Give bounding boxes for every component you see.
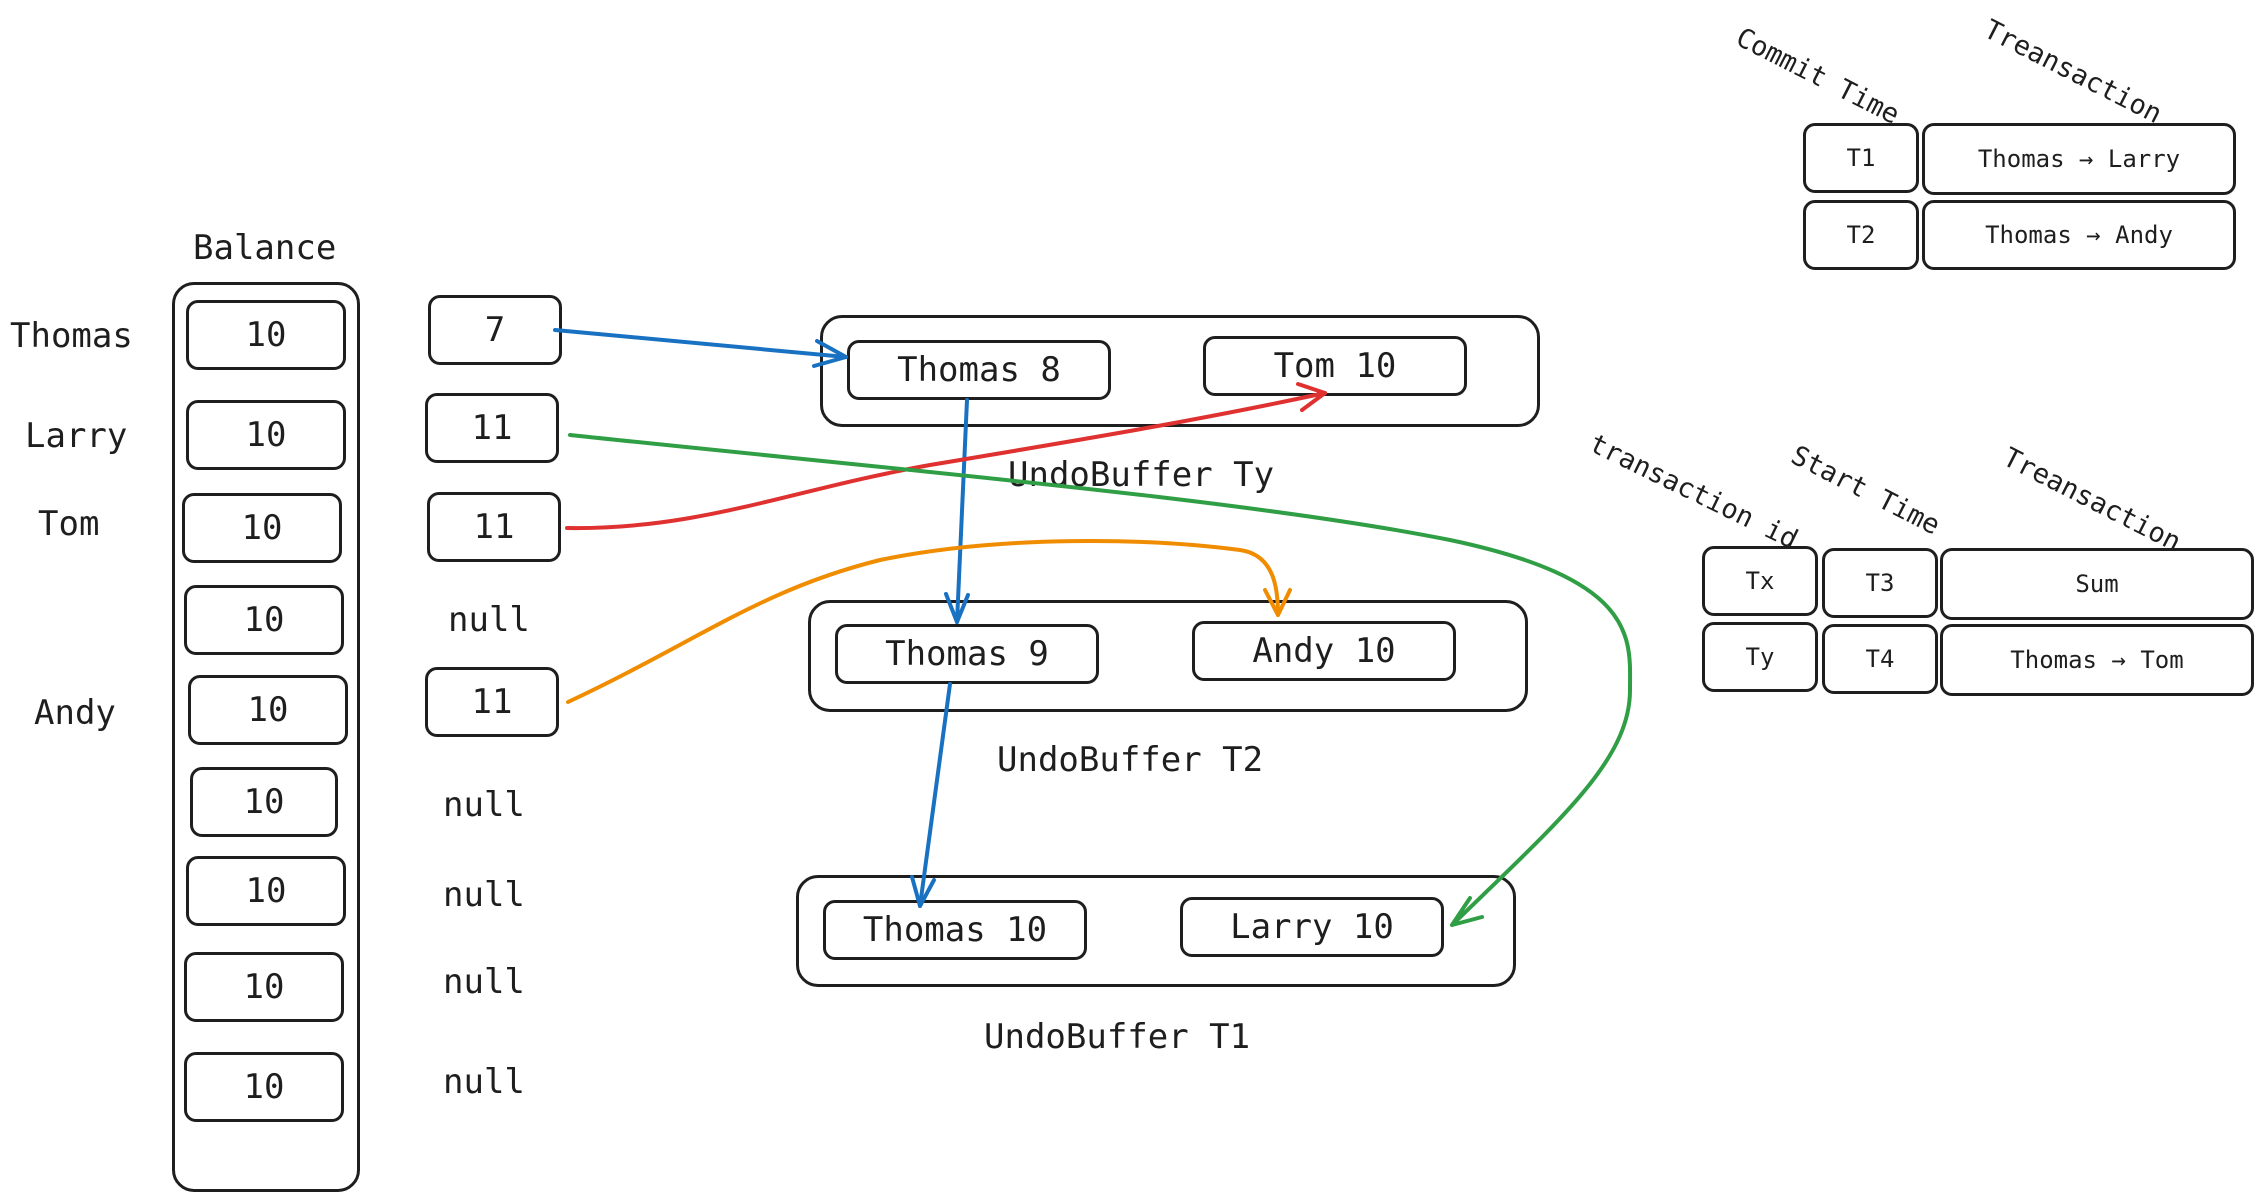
undo-buffer-label: UndoBuffer T1 [984, 1017, 1251, 1057]
pointer-cell: 11 [425, 393, 559, 463]
balance-cell: 10 [186, 300, 346, 370]
orange-arrow-head [1263, 588, 1292, 617]
balance-cell: 10 [186, 856, 346, 926]
blue-arrow-head [812, 339, 848, 368]
balance-cell: 10 [184, 1052, 344, 1122]
commit-time-cell: T1 [1803, 123, 1919, 193]
commit-transaction-cell: Thomas → Andy [1922, 200, 2236, 270]
pointer-null: null [443, 875, 525, 915]
balance-cell: 10 [182, 493, 342, 563]
row-name-thomas: Thomas [10, 316, 133, 356]
undo-buffer-label: UndoBuffer T2 [997, 740, 1264, 780]
pointer-cell: 11 [425, 667, 559, 737]
balance-cell: 10 [188, 675, 348, 745]
blue-arrow-head [910, 875, 936, 908]
active-transaction-cell: Sum [1940, 548, 2254, 620]
pointer-null: null [448, 600, 530, 640]
transaction-id-cell: Ty [1702, 622, 1818, 692]
blue-arrow [553, 328, 848, 359]
pointer-null: null [443, 962, 525, 1002]
row-name-tom: Tom [38, 504, 100, 544]
undo-entry: Thomas 10 [823, 900, 1087, 960]
balance-cell: 10 [184, 585, 344, 655]
red-arrow [565, 391, 1327, 531]
row-name-andy: Andy [34, 693, 116, 733]
balance-cell: 10 [184, 952, 344, 1022]
undo-entry: Andy 10 [1192, 621, 1456, 681]
transaction-id-cell: Tx [1702, 546, 1818, 616]
orange-arrow [566, 538, 1280, 704]
undo-entry: Thomas 8 [847, 340, 1111, 400]
commit-time-cell: T2 [1803, 200, 1919, 270]
balance-title: Balance [193, 228, 337, 268]
green-arrow [568, 433, 1633, 927]
undo-entry: Tom 10 [1203, 336, 1467, 396]
start-time-cell: T3 [1822, 548, 1938, 618]
undo-entry: Thomas 9 [835, 624, 1099, 684]
pointer-null: null [443, 1062, 525, 1102]
green-arrow-head [1450, 896, 1484, 927]
undo-buffer-label: UndoBuffer Ty [1008, 455, 1275, 495]
active-transaction-cell: Thomas → Tom [1940, 624, 2254, 696]
balance-cell: 10 [186, 400, 346, 470]
pointer-cell: 11 [427, 492, 561, 562]
pointer-null: null [443, 785, 525, 825]
blue-arrow-head [944, 592, 970, 624]
blue-arrow [918, 682, 952, 908]
commit-transaction-cell: Thomas → Larry [1922, 123, 2236, 195]
blue-arrow [955, 398, 969, 624]
red-arrow-head [1296, 382, 1327, 412]
balance-cell: 10 [190, 767, 338, 837]
start-time-cell: T4 [1822, 624, 1938, 694]
row-name-larry: Larry [25, 416, 128, 456]
undo-entry: Larry 10 [1180, 897, 1444, 957]
